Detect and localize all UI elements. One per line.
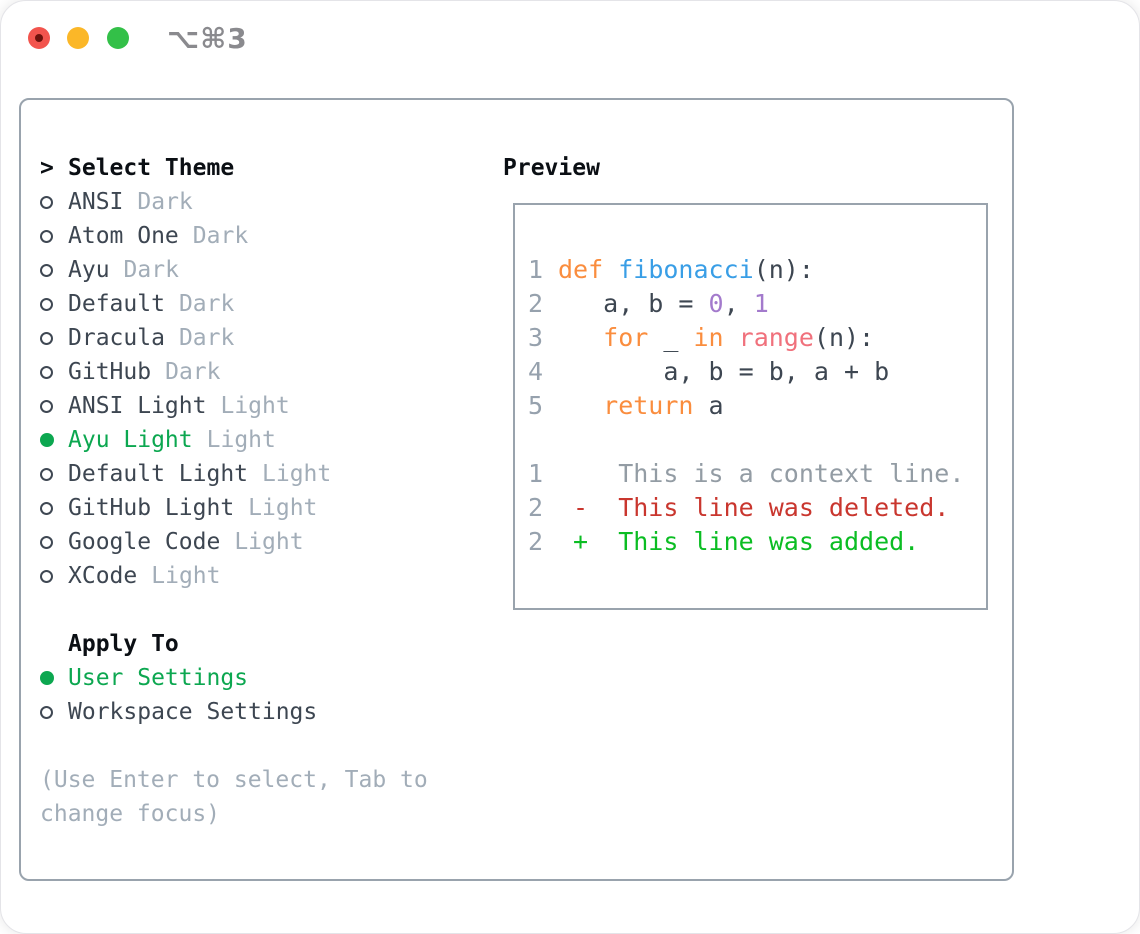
- option-label: Atom One: [68, 223, 179, 249]
- radio-icon: [40, 229, 68, 243]
- radio-icon: [40, 263, 68, 277]
- radio-icon: [40, 467, 68, 481]
- option-label: Dracula: [68, 325, 165, 351]
- option-label: XCode: [68, 563, 138, 589]
- theme-option[interactable]: Ayu Light Light: [40, 423, 500, 457]
- theme-option[interactable]: ANSI Light Light: [40, 389, 500, 423]
- diff-line-context: 1 This is a context line.: [528, 457, 986, 491]
- titlebar: ⌥⌘3: [1, 1, 1139, 75]
- minimize-button[interactable]: [67, 27, 89, 49]
- radio-icon: [40, 705, 68, 719]
- line-number: 1: [528, 459, 559, 488]
- help-text: (Use Enter to select, Tab to change focu…: [40, 767, 428, 827]
- theme-variant-tag: Dark: [137, 189, 193, 215]
- window-shortcut-label: ⌥⌘3: [167, 22, 248, 55]
- radio-icon: [40, 331, 68, 345]
- diff-line-deleted: 2 - This line was deleted.: [528, 491, 986, 525]
- theme-variant-tag: Light: [151, 563, 221, 589]
- theme-variant-tag: Dark: [192, 223, 249, 249]
- option-label: GitHub Light: [68, 495, 235, 521]
- theme-option[interactable]: Dracula Dark: [40, 321, 500, 355]
- radio-icon: [40, 535, 68, 549]
- code-line: 1 def fibonacci(n):: [528, 253, 986, 287]
- code-line: 5 return a: [528, 389, 986, 423]
- theme-variant-tag: Light: [262, 461, 332, 487]
- selected-radio-icon: [40, 671, 68, 685]
- theme-option[interactable]: GitHub Dark: [40, 355, 500, 389]
- selected-radio-icon: [40, 433, 68, 447]
- option-label: Default: [68, 291, 165, 317]
- option-label: GitHub: [68, 359, 152, 385]
- apply-option[interactable]: User Settings: [40, 661, 500, 695]
- theme-option[interactable]: Default Dark: [40, 287, 500, 321]
- line-number: 4: [528, 357, 559, 386]
- radio-icon: [40, 195, 68, 209]
- close-dot-icon: [35, 34, 43, 42]
- preview-title: Preview: [503, 155, 600, 181]
- radio-icon: [40, 365, 68, 379]
- theme-option[interactable]: ANSI Dark: [40, 185, 500, 219]
- radio-icon: [40, 569, 68, 583]
- theme-option[interactable]: XCode Light: [40, 559, 500, 593]
- option-label: Google Code: [68, 529, 221, 555]
- spacer: [40, 593, 500, 627]
- theme-variant-tag: Light: [234, 529, 304, 555]
- theme-option[interactable]: GitHub Light Light: [40, 491, 500, 525]
- option-label: Workspace Settings: [68, 699, 318, 725]
- line-number: 5: [528, 391, 559, 420]
- option-label: User Settings: [68, 665, 249, 691]
- option-label: ANSI Light: [68, 393, 207, 419]
- apply-option[interactable]: Workspace Settings: [40, 695, 500, 729]
- line-number: 2: [528, 289, 559, 318]
- theme-variant-tag: Dark: [178, 325, 235, 351]
- option-label: Default Light: [68, 461, 249, 487]
- line-number: 2: [528, 493, 559, 522]
- diff-preview: 1 This is a context line.2 - This line w…: [528, 457, 986, 559]
- radio-icon: [40, 501, 68, 515]
- code-line: 4 a, b = b, a + b: [528, 355, 986, 389]
- option-label: ANSI: [68, 189, 124, 215]
- option-label: Ayu Light: [68, 427, 193, 453]
- code-line: 3 for _ in range(n):: [528, 321, 986, 355]
- close-button[interactable]: [28, 27, 50, 49]
- select-theme-title: Select Theme: [68, 155, 235, 181]
- theme-variant-tag: Dark: [178, 291, 235, 317]
- apply-to-header: Apply To: [40, 627, 500, 661]
- code-line: 2 a, b = 0, 1: [528, 287, 986, 321]
- line-number: 2: [528, 527, 559, 556]
- theme-option[interactable]: Ayu Dark: [40, 253, 500, 287]
- line-number: 1: [528, 255, 559, 284]
- theme-variant-tag: Dark: [123, 257, 179, 283]
- apply-to-title: Apply To: [68, 631, 179, 657]
- option-label: Ayu: [68, 257, 110, 283]
- radio-icon: [40, 297, 68, 311]
- theme-variant-tag: Dark: [165, 359, 221, 385]
- theme-variant-tag: Light: [220, 393, 290, 419]
- select-theme-header: > Select Theme: [40, 151, 500, 185]
- line-number: 3: [528, 323, 559, 352]
- theme-variant-tag: Light: [206, 427, 276, 453]
- theme-option[interactable]: Atom One Dark: [40, 219, 500, 253]
- maximize-button[interactable]: [107, 27, 129, 49]
- blank-line: [528, 423, 986, 457]
- diff-line-added: 2 + This line was added.: [528, 525, 986, 559]
- theme-variant-tag: Light: [248, 495, 318, 521]
- prompt-icon: >: [40, 155, 54, 181]
- theme-option[interactable]: Google Code Light: [40, 525, 500, 559]
- theme-option[interactable]: Default Light Light: [40, 457, 500, 491]
- radio-icon: [40, 399, 68, 413]
